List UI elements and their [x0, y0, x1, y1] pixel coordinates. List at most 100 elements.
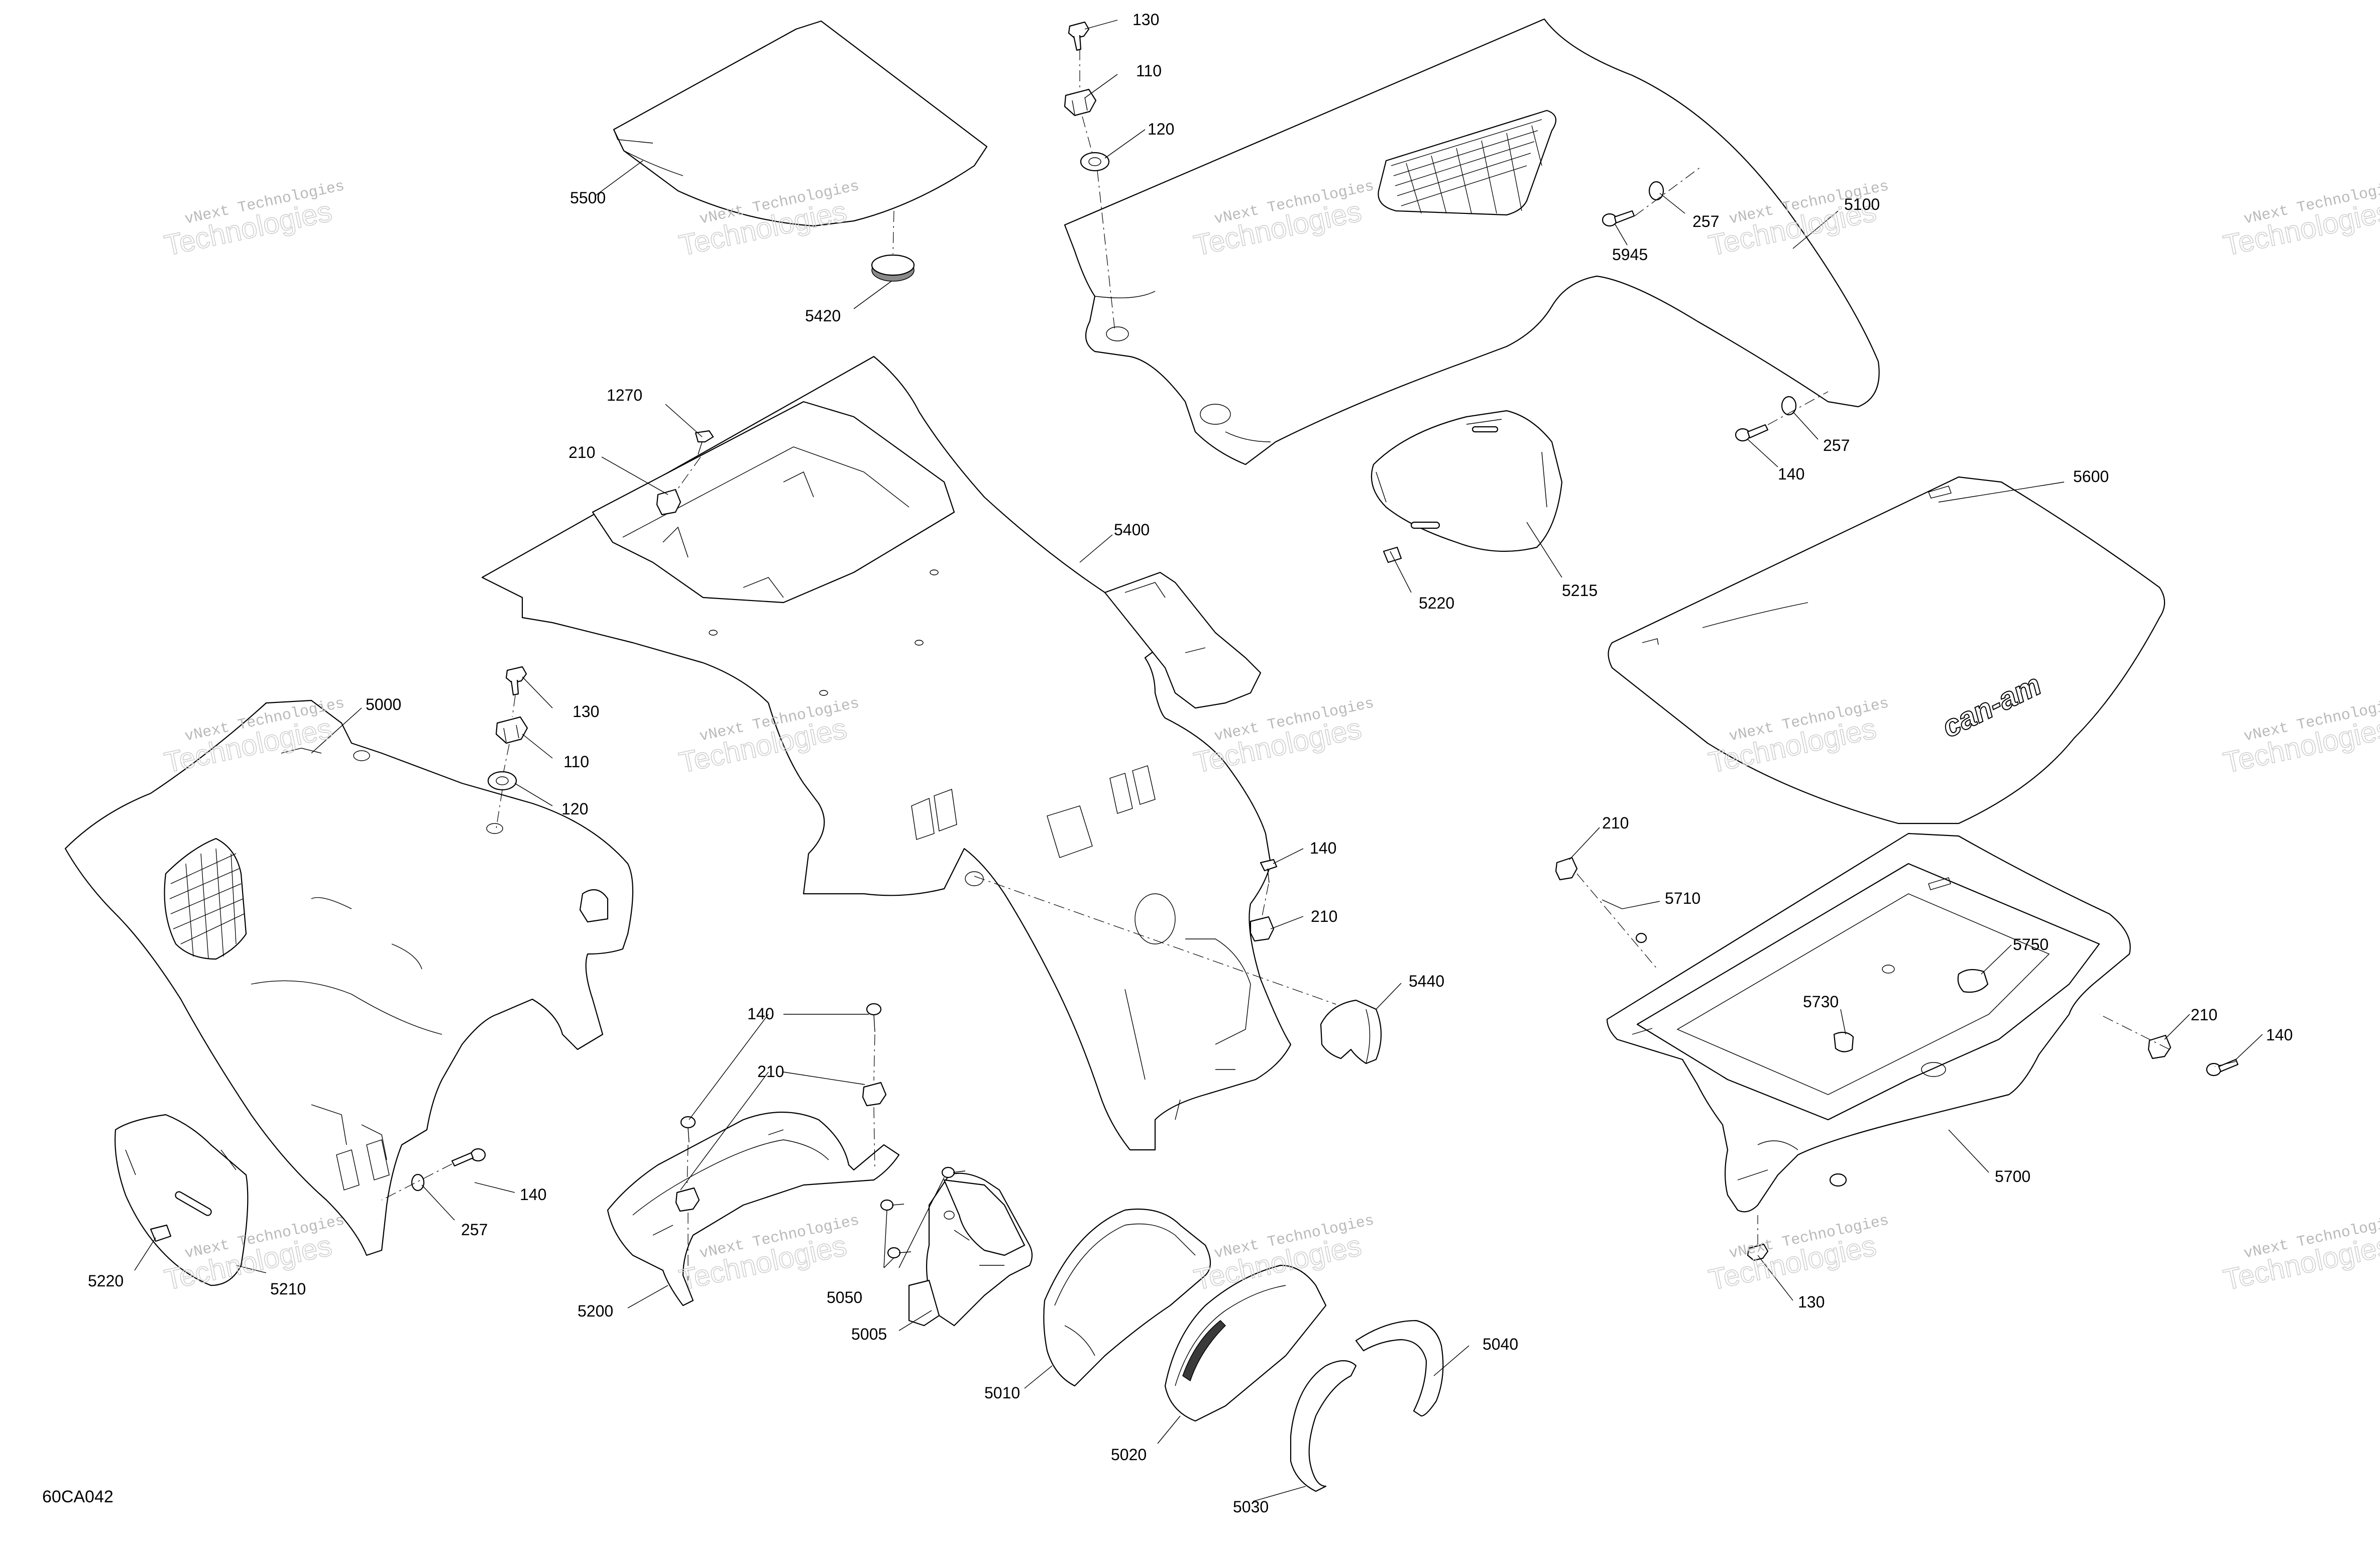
- watermark: vNext Technologies Technologies: [2220, 1212, 2380, 1297]
- diagram-reference-code: 60CA042: [42, 1487, 114, 1506]
- callout-5030: 5030: [1233, 1498, 1269, 1516]
- fastener-120-left: [487, 771, 517, 791]
- callout-210: 210: [1311, 907, 1337, 925]
- callout-5200: 5200: [578, 1302, 613, 1320]
- axis-line: [675, 456, 701, 493]
- vent-mesh-left: [169, 848, 245, 960]
- callout-210: 210: [1602, 814, 1629, 832]
- screw-140-tray-right: [2206, 1058, 2239, 1077]
- callout-130: 130: [573, 702, 599, 721]
- vent-mesh-upper: [1391, 119, 1542, 214]
- callout-5210: 5210: [270, 1280, 306, 1298]
- clip-210-tray-left: [1555, 857, 1578, 881]
- screw-5050-c: [887, 1247, 912, 1259]
- screw-140-mid: [1260, 859, 1278, 883]
- screw-5050-a: [941, 1166, 966, 1178]
- callout-120: 120: [561, 800, 588, 818]
- callout-110: 110: [563, 753, 589, 771]
- callout-5750: 5750: [2013, 935, 2049, 954]
- part-5420-grommet: [871, 254, 915, 282]
- screw-140-5200-left: [680, 1116, 696, 1143]
- part-5220-clip-right: [1383, 546, 1402, 563]
- callout-5420: 5420: [805, 307, 841, 325]
- callout-5440: 5440: [1409, 972, 1444, 990]
- axis-line: [1079, 49, 1115, 332]
- axis-line: [381, 1163, 452, 1201]
- leader-lines: [134, 20, 2263, 1502]
- screw-5945: [1602, 210, 1635, 227]
- callout-5005: 5005: [851, 1325, 887, 1343]
- callout-5945: 5945: [1612, 246, 1648, 264]
- callout-210: 210: [757, 1062, 784, 1081]
- callout-5215: 5215: [1562, 581, 1598, 600]
- callout-5010: 5010: [984, 1384, 1020, 1402]
- callout-130: 130: [1798, 1293, 1825, 1311]
- clip-210-tray-right: [2147, 1034, 2172, 1059]
- callout-labels: 5500 5420 130 110 120 257 5945 5100 257 …: [88, 11, 2293, 1516]
- part-5730-bumper: [1833, 1031, 1854, 1052]
- callout-5400: 5400: [1114, 521, 1150, 539]
- callout-5710: 5710: [1665, 889, 1701, 907]
- callout-5100: 5100: [1844, 195, 1880, 213]
- screw-5050-b: [880, 1199, 904, 1211]
- callout-5050: 5050: [827, 1288, 862, 1307]
- axis-line: [892, 210, 894, 255]
- callout-140: 140: [1310, 839, 1336, 857]
- callout-257: 257: [1823, 436, 1850, 454]
- callout-110: 110: [1136, 62, 1162, 80]
- clip-210-upper: [656, 489, 682, 516]
- fastener-130-top: [1068, 21, 1090, 51]
- axis-line: [1261, 883, 1269, 919]
- washer-257-lower: [1781, 396, 1797, 416]
- vent-slots-left: [911, 765, 1156, 858]
- screw-140-upper-right: [1735, 424, 1769, 442]
- part-5500-cover-panel: [613, 20, 988, 227]
- part-5200-lower-panel: [607, 1111, 900, 1307]
- fastener-130-left: [505, 666, 527, 696]
- callout-140: 140: [1778, 465, 1804, 483]
- callout-5700: 5700: [1995, 1167, 2030, 1185]
- callout-140: 140: [520, 1185, 546, 1204]
- fastener-110-left: [495, 716, 528, 744]
- part-5100-front-upper-body: [1064, 18, 1880, 465]
- fastener-120-top: [1080, 152, 1110, 172]
- axis-line: [974, 876, 1336, 1005]
- watermark: vNext Technologies Technologies: [1706, 1212, 1890, 1297]
- callout-210: 210: [2191, 1006, 2217, 1024]
- axis-line: [496, 695, 516, 829]
- part-5600-seat-panel: can-am: [1608, 476, 2165, 824]
- fastener-130-tray-bottom: [1747, 1243, 1769, 1261]
- watermark: vNext Technologies Technologies: [2220, 178, 2380, 263]
- callout-140: 140: [747, 1005, 774, 1023]
- part-5750-grommet: [1957, 969, 1989, 993]
- callout-120: 120: [1148, 120, 1174, 138]
- washer-257-upper: [1648, 181, 1664, 201]
- callout-5040: 5040: [1483, 1335, 1518, 1353]
- callout-130: 130: [1132, 11, 1159, 29]
- part-5710-rod: [1602, 899, 1647, 943]
- part-5215-side-panel: [1371, 410, 1563, 552]
- clip-210-5200-right: [862, 1082, 887, 1107]
- callout-5730: 5730: [1803, 993, 1839, 1011]
- callout-5600: 5600: [2073, 467, 2109, 486]
- part-5210-small-side-panel: [115, 1114, 249, 1286]
- part-5220-clip-left: [150, 1224, 172, 1242]
- screw-140-lower-left: [451, 1148, 486, 1167]
- callout-257: 257: [1692, 212, 1719, 230]
- part-5030-trim-arc: [1290, 1360, 1357, 1492]
- part-5005-bracket: [908, 1172, 1033, 1327]
- part-5440-cap: [1320, 999, 1382, 1064]
- axis-line: [687, 1034, 875, 1280]
- axis-line: [1634, 165, 1829, 425]
- watermark: vNext Technologies Technologies: [161, 178, 346, 263]
- callout-5000: 5000: [366, 695, 401, 714]
- watermark: vNext Technologies Technologies: [2220, 695, 2380, 780]
- part-5020-gauge-frame: [1164, 1264, 1327, 1422]
- callout-1270: 1270: [607, 386, 642, 404]
- callout-140: 140: [2266, 1026, 2293, 1044]
- part-5040-trim-arc: [1355, 1320, 1444, 1417]
- clip-210-mid: [1250, 916, 1275, 942]
- callout-257: 257: [461, 1221, 488, 1239]
- part-5010-gauge-bezel: [1043, 1208, 1211, 1387]
